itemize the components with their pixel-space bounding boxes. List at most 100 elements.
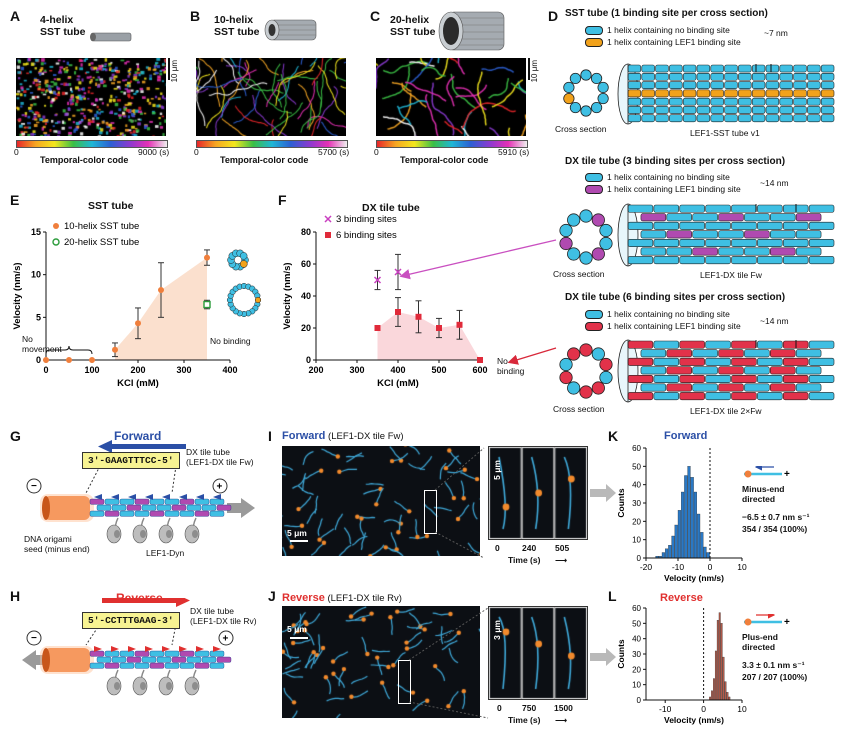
d3-title: DX tile tube (6 binding sites per cross … [565, 292, 786, 303]
helix-segment [757, 340, 783, 349]
legend-label: 20-helix SST tube [64, 237, 139, 248]
tube-helix [134, 498, 150, 505]
helix-circle [579, 209, 593, 223]
helix-segment [738, 106, 752, 114]
helix-segment [738, 81, 752, 89]
y-tick-label: 30 [632, 650, 641, 659]
hist-bar [661, 552, 665, 559]
helix-segment [679, 204, 705, 213]
helix-circle [579, 251, 593, 265]
binding-arrow-icon [179, 494, 187, 500]
helix-segment [724, 64, 738, 73]
hist-bar [722, 656, 725, 701]
helix-segment [731, 256, 757, 265]
no-movement-brace [45, 345, 93, 355]
helix-segment [627, 374, 654, 383]
helix-segment [627, 72, 642, 81]
x-tick-label: 400 [222, 365, 237, 375]
helix-circle [591, 213, 605, 227]
helix-segment [808, 357, 835, 366]
helix-circle [563, 92, 575, 105]
chart-area [377, 312, 480, 360]
y-tick-label: 10 [632, 681, 641, 690]
helix-segment [731, 357, 757, 366]
helix-segment [655, 114, 669, 123]
helix-segment [653, 256, 680, 265]
helix-segment [640, 213, 667, 222]
helix-circle [559, 236, 573, 251]
d1-tube [617, 63, 835, 125]
helix-segment [666, 349, 692, 358]
chart-f-title: DX tile tube [362, 202, 420, 214]
binding-arrow-icon [162, 646, 170, 652]
helix-segment [757, 392, 783, 401]
binding-arrow-icon [94, 494, 102, 500]
helix-segment [795, 213, 822, 222]
hist-bar [706, 552, 710, 559]
data-point [204, 254, 210, 261]
d2-tube [617, 203, 835, 267]
tube-helix [119, 498, 135, 505]
helix-segment [653, 204, 680, 213]
helix-segment [653, 374, 680, 383]
inset-i-time-label: Time (s) [508, 555, 541, 565]
helix-segment [795, 383, 822, 392]
helix-segment [731, 340, 757, 349]
colorbar-a-min: 0 [14, 147, 19, 157]
d2-spacing: ~14 nm [760, 178, 789, 188]
tube-helix [194, 498, 210, 505]
helix-segment [627, 64, 642, 73]
x-tick-label: 300 [349, 365, 364, 375]
helix-segment [640, 247, 667, 256]
d2-legend-bind: 1 helix containing LEF1 binding site [607, 184, 741, 194]
helix-segment [669, 97, 683, 106]
helix-segment [808, 204, 835, 213]
binding-arrow-icon [94, 646, 102, 652]
d1-title: SST tube (1 binding site per cross secti… [565, 8, 768, 19]
helix-segment [627, 256, 654, 265]
tube-helix [186, 504, 202, 511]
micrograph-j [282, 606, 480, 718]
inset-j-scale: 3 μm [492, 620, 502, 640]
tube-helix [149, 662, 165, 669]
helix-segment [679, 256, 705, 265]
helix-segment [724, 72, 738, 81]
helix-segment [751, 97, 766, 106]
tube-helix [111, 656, 127, 663]
legend-marker [53, 223, 59, 229]
helix-segment [807, 114, 821, 123]
helix-segment [782, 374, 809, 383]
big-direction-arrow [102, 598, 176, 603]
helix-segment [820, 89, 835, 98]
helix-segment [692, 247, 718, 256]
d3-legend-none: 1 helix containing no binding site [607, 309, 730, 319]
helix-segment [692, 366, 718, 375]
y-tick-label: 5 [36, 312, 41, 322]
helix-circle [591, 381, 605, 395]
schematic-reverse: −+ [22, 598, 234, 696]
helix-segment [705, 374, 731, 383]
panel-letter-e: E [10, 192, 20, 208]
d1-cross-label: Cross section [555, 124, 607, 134]
helix-segment [655, 81, 669, 89]
plus-sign: + [217, 482, 223, 493]
hist-bar [677, 510, 681, 559]
inset-i-arrow-icon: ⟶ [555, 555, 568, 565]
helix-segment [808, 221, 835, 230]
y-tick-label: 20 [632, 517, 641, 526]
tube-helix [209, 650, 225, 657]
colorbar-b [196, 140, 348, 148]
colorbar-a-label: Temporal-color code [40, 155, 129, 165]
helix-segment [744, 213, 770, 222]
hist-bar [714, 650, 717, 701]
helix-segment [682, 114, 697, 123]
helix-segment [718, 213, 744, 222]
cross-icon-helix [239, 252, 248, 260]
scalebar-c-label: 10 μm [530, 60, 539, 83]
x-tick-label: 500 [431, 365, 446, 375]
helix-segment [724, 114, 738, 123]
inset-i-time-2: 505 [555, 543, 570, 553]
colorbar-b-max: 5700 (s) [318, 147, 350, 157]
panel-letter-h: H [10, 588, 21, 604]
tube-helix [194, 650, 210, 657]
